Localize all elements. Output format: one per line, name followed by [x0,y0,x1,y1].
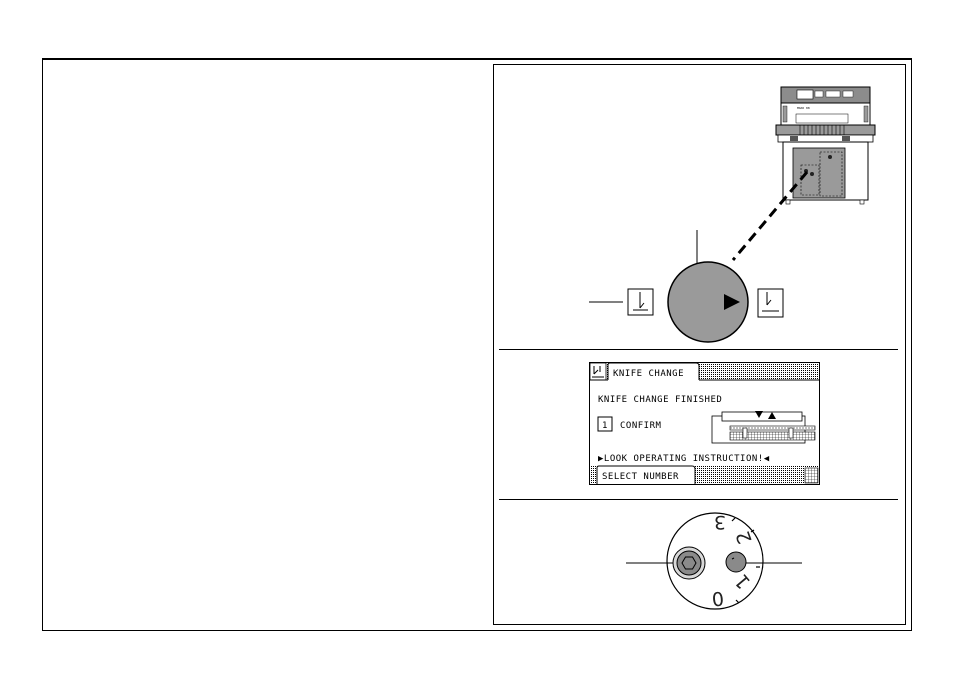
hex-screw-icon [672,546,706,580]
option-label-confirm[interactable]: CONFIRM [620,421,662,431]
status-message: KNIFE CHANGE FINISHED [598,395,722,405]
selector-switch [667,261,749,343]
cutting-machine: MAKO 88 [775,86,876,205]
page-frame [42,58,912,631]
adjustment-knob-icon [725,551,747,573]
model-badge: MAKO 88 [797,106,810,110]
tab-knife-change [607,362,700,380]
section-divider-top [499,349,898,350]
pointer-dashed-line [731,171,809,261]
tab-label: KNIFE CHANGE [613,369,684,379]
dial-number-3: 3 [714,511,726,533]
numbered-dial: 0 1 2 3 [626,511,802,612]
display-screen [796,89,814,100]
illustration-panel [493,64,906,625]
knife-diagram [711,411,816,444]
grid-icon [804,467,819,484]
knife-position-icon [627,288,654,316]
lcd-screen: KNIFE CHANGE KNIFE CHANGE FINISHED 1 CON… [589,362,820,485]
section-divider-bottom [499,499,898,500]
option-number: 1 [602,421,608,431]
right-arrow-icon [724,294,740,310]
knife-position-icon-right [757,288,784,318]
option-number-box[interactable] [597,416,613,432]
tab-select-number [596,465,696,484]
footer-label: SELECT NUMBER [602,472,679,482]
dial-number-0: 0 [711,589,725,612]
dial-plate [666,512,764,610]
warning-message: ▶LOOK OPERATING INSTRUCTION!◀ [598,454,770,464]
